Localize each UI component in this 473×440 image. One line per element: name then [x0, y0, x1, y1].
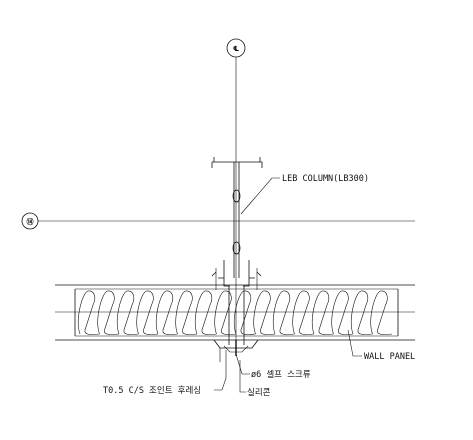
insulation-loop: [194, 290, 217, 335]
leader-screw: [235, 353, 250, 375]
label-wall-panel: WALL PANEL: [364, 352, 415, 362]
horizontal-axis-marker: ⑭: [21, 212, 415, 230]
insulation-loop: [214, 290, 237, 335]
leader-silicone: [239, 360, 246, 393]
leb-column: [211, 157, 263, 345]
insulation-loop: [331, 290, 354, 335]
vertical-axis-marker: ℄: [226, 38, 246, 350]
insulation-loop: [370, 290, 393, 335]
insulation-loop: [155, 290, 178, 335]
insulation-loop: [292, 290, 315, 335]
leader-column: [240, 177, 280, 215]
joint-detail: [213, 339, 259, 378]
insulation-loop: [311, 290, 334, 335]
axis-bubble-left-label: ⑭: [27, 217, 34, 226]
insulation-loop: [116, 290, 139, 335]
insulation-loop: [136, 290, 159, 335]
label-screw: ø6 셀프 스크류: [251, 369, 311, 380]
insulation-loop: [350, 290, 373, 335]
label-joint: T0.5 C/S 조인트 후레싱: [103, 385, 201, 396]
leader-joint: [214, 377, 227, 391]
insulation-loop: [77, 290, 100, 335]
insulation-loop: [272, 290, 295, 335]
insulation-loop: [253, 290, 276, 335]
label-column: LEB COLUMN(LB300): [282, 174, 369, 184]
leader-wall-panel: [347, 329, 362, 357]
panel-insulation: [77, 290, 393, 335]
insulation-loop: [233, 290, 256, 335]
insulation-loop: [97, 290, 120, 335]
wall-panel: [55, 284, 415, 341]
label-silicone: 실리콘: [247, 387, 271, 398]
axis-bubble-top-label: ℄: [233, 45, 239, 53]
leaders: [214, 177, 362, 393]
insulation-loop: [175, 290, 198, 335]
